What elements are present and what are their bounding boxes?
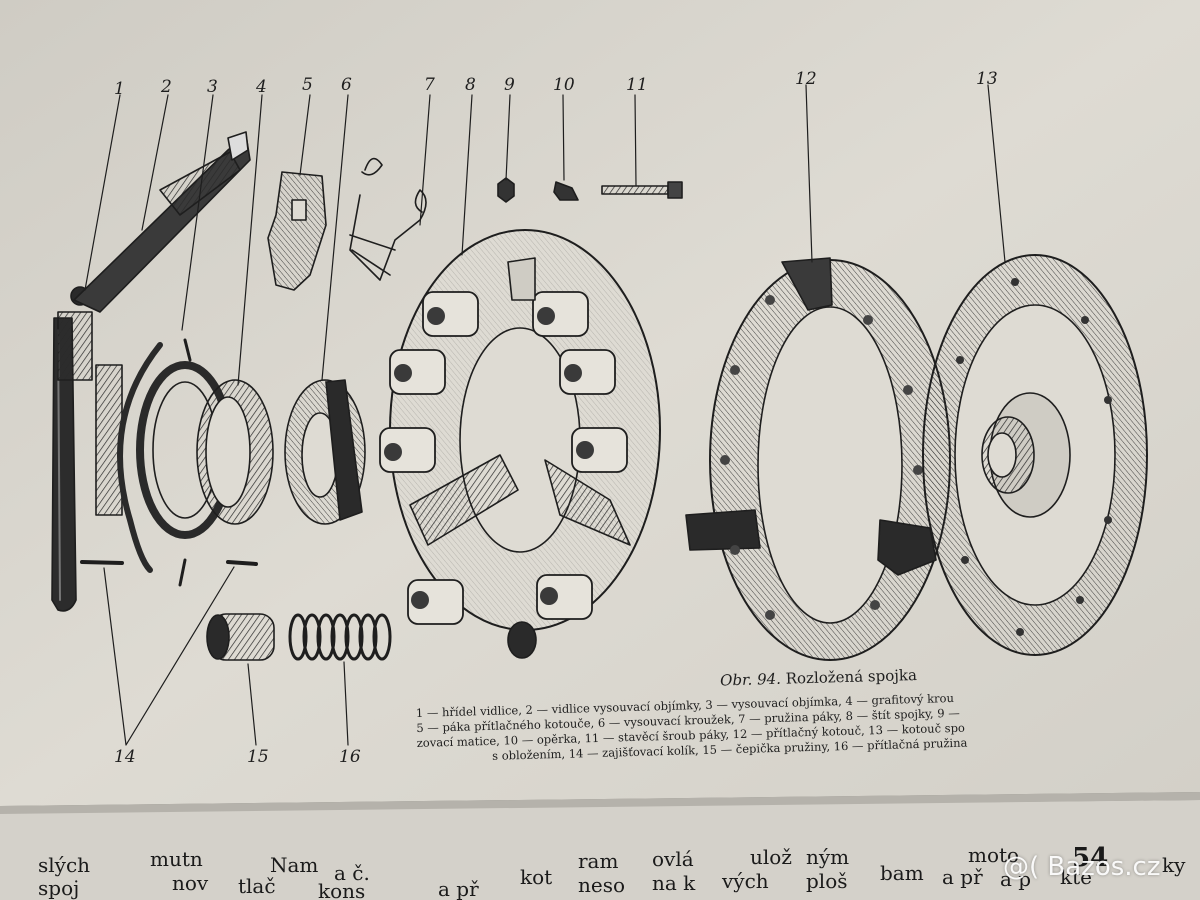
svg-text:tlač: tlač: [238, 874, 276, 898]
part-label-1: 1: [114, 79, 125, 99]
svg-text:ovlá: ovlá: [652, 847, 694, 871]
part-label-13: 13: [976, 69, 998, 89]
svg-text:a č.: a č.: [334, 861, 370, 885]
part-label-16: 16: [339, 747, 361, 767]
part-label-9: 9: [504, 75, 515, 95]
svg-text:vých: vých: [721, 869, 769, 893]
part-8-clutch-cover: [379, 229, 661, 659]
svg-text:ploš: ploš: [806, 869, 848, 893]
caption-title: Rozložená spojka: [785, 665, 918, 688]
part-label-3: 3: [207, 77, 218, 97]
part-9-nut: [497, 177, 515, 203]
part-15-spring-cap: [206, 613, 275, 661]
svg-text:a p: a p: [1000, 867, 1031, 891]
svg-text:ky: ky: [1162, 853, 1186, 877]
part-13-friction-disc: [922, 254, 1148, 656]
svg-text:bam: bam: [880, 861, 924, 885]
part-6-release-ring: [284, 379, 366, 525]
part-label-11: 11: [626, 75, 648, 95]
part-label-4: 4: [255, 77, 267, 97]
svg-text:mutn: mutn: [150, 847, 203, 871]
part-14-locking-pin: [80, 560, 124, 565]
svg-text:nov: nov: [172, 871, 209, 895]
svg-text:a př: a př: [942, 865, 983, 889]
svg-text:ným: ným: [806, 845, 849, 869]
part-2-fork: [73, 131, 251, 313]
part-label-7: 7: [424, 75, 435, 95]
caption-label: Obr. 94.: [719, 669, 782, 690]
next-page-text: slých spoj Nam tlač a č. kons ram neso m…: [38, 843, 1186, 900]
svg-text:a př: a př: [438, 877, 479, 900]
svg-text:Nam: Nam: [270, 853, 318, 877]
part-12-pressure-plate: [685, 257, 951, 661]
part-label-10: 10: [553, 75, 575, 95]
caption-legend: 1 — hřídel vidlice, 2 — vidlice vysouvac…: [416, 684, 1200, 766]
part-label-8: 8: [465, 75, 476, 95]
next-page: [0, 800, 1200, 900]
part-label-14: 14: [114, 747, 136, 767]
part-16-pressure-spring: [288, 613, 392, 661]
svg-text:kot: kot: [520, 865, 552, 889]
svg-text:ram: ram: [578, 849, 618, 873]
page-number: 54: [1072, 843, 1108, 873]
part-label-12: 12: [795, 69, 817, 89]
svg-text:neso: neso: [578, 873, 625, 897]
part-11-adjusting-screw: [601, 181, 683, 199]
part-5-lever: [267, 171, 327, 291]
part-label-15: 15: [247, 747, 269, 767]
leader-lines: [84, 84, 1006, 746]
svg-text:ulož: ulož: [750, 845, 792, 869]
svg-text:kte: kte: [1060, 865, 1092, 889]
svg-text:moto: moto: [968, 843, 1019, 867]
svg-text:na k: na k: [652, 871, 696, 895]
part-10-rest: [553, 181, 579, 201]
svg-text:kons: kons: [318, 879, 365, 900]
part-label-5: 5: [302, 75, 313, 95]
clutch-exploded-drawing: [51, 84, 1148, 746]
part-4-graphite-ring: [196, 379, 274, 525]
part-label-2: 2: [160, 77, 172, 97]
svg-text:spoj: spoj: [38, 876, 79, 900]
figure-caption: Obr. 94. Rozložená spojka 1 — hřídel vid…: [415, 658, 1200, 795]
part-label-6: 6: [341, 75, 352, 95]
svg-text:slých: slých: [38, 853, 90, 877]
bazos-watermark: @( Bazos.cz: [1003, 852, 1161, 882]
